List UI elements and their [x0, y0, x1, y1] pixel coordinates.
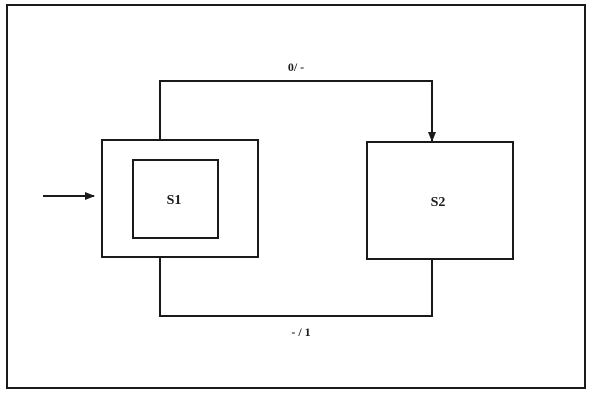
state-s1-label: S1 — [167, 193, 182, 208]
state-s2-box — [366, 141, 514, 260]
state-s1-inner-box — [132, 159, 219, 239]
state-s2-label: S2 — [431, 195, 446, 210]
state-s2: S2 — [366, 141, 514, 260]
transition-s2-to-s1 — [159, 258, 433, 317]
state-s1: S1 — [101, 139, 259, 258]
transition-s2-to-s1-label: - / 1 — [291, 325, 310, 339]
state-s1-outer-box — [101, 139, 259, 258]
transition-s1-to-s2-label: 0/ - — [288, 60, 304, 74]
transition-s1-to-s2 — [159, 80, 436, 142]
outer-frame — [6, 4, 586, 389]
